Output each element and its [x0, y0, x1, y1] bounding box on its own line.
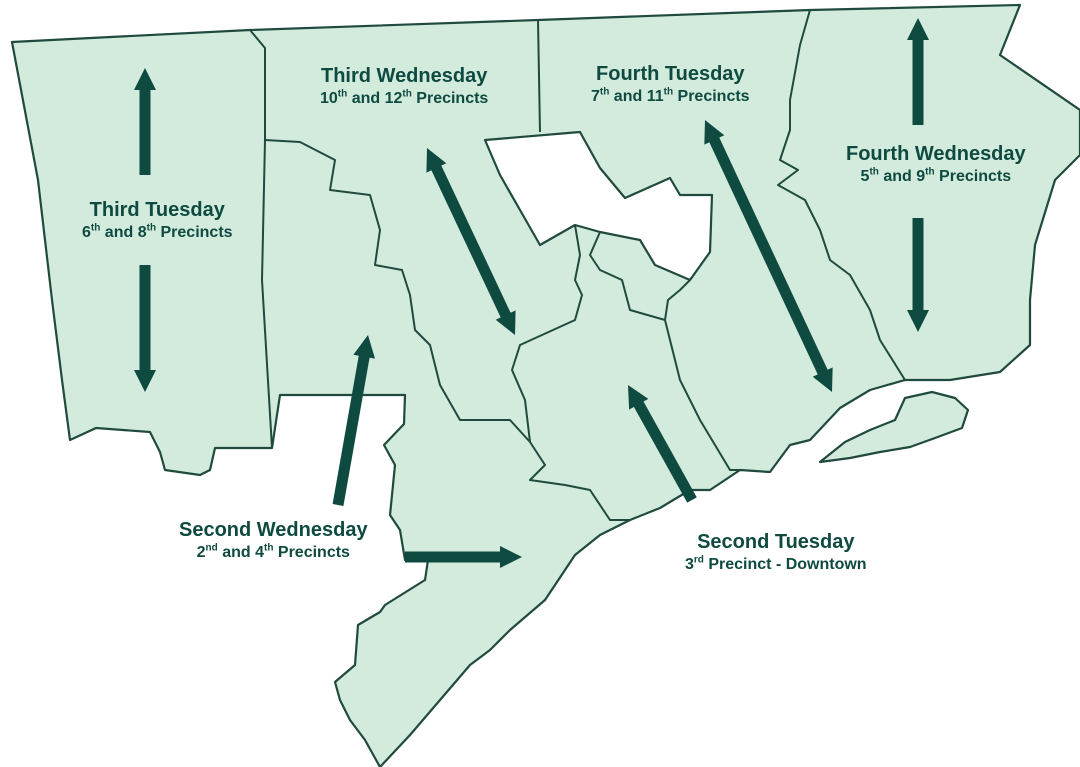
precinct-list: 10th and 12th Precincts: [320, 88, 488, 109]
precinct-text: and: [347, 90, 385, 107]
precinct-text: Precinct - Downtown: [703, 556, 867, 573]
meeting-day: Third Wednesday: [321, 65, 488, 87]
precinct-text: Precincts: [411, 90, 489, 107]
precinct-text: and: [609, 88, 647, 105]
precinct-text: 4: [255, 544, 264, 561]
ordinal-suffix: th: [264, 542, 274, 554]
border-west-2: [264, 139, 630, 521]
precinct-text: Precincts: [156, 224, 233, 241]
precinct-text: 11: [646, 88, 664, 105]
border-north-3: [589, 231, 691, 321]
precinct-text: Precincts: [673, 88, 750, 105]
arrowhead-west-down-end: [134, 370, 156, 392]
precinct-list: 3rd Precinct - Downtown: [685, 554, 867, 575]
precinct-text: 8: [137, 224, 147, 241]
arrow-layer: [134, 18, 929, 568]
precinct-text: 6: [82, 224, 91, 241]
arrowhead-north-diagonal-start: [704, 120, 725, 145]
precinct-text: and: [100, 224, 138, 241]
border-ne-1: [777, 9, 906, 381]
arrowhead-ne-up-end: [907, 18, 929, 40]
border-north-4: [664, 319, 740, 471]
belle-isle: [818, 390, 970, 464]
arrowhead-west-up-end: [134, 68, 156, 90]
ordinal-suffix: th: [599, 86, 610, 98]
precinct-text: Precincts: [934, 168, 1012, 185]
arrowhead-north-diagonal-end: [812, 367, 833, 392]
ordinal-suffix: th: [402, 88, 412, 100]
arrow-dt-diagonal: [631, 398, 697, 503]
ordinal-suffix: rd: [693, 554, 704, 566]
city-outline: [10, 3, 1080, 767]
border-north-2: [511, 224, 583, 443]
arrowhead-sw-up-end: [353, 335, 376, 359]
ordinal-suffix: th: [146, 222, 157, 234]
precinct-list: 6th and 8th Precincts: [82, 222, 233, 243]
arrowhead-nw-diagonal-end: [495, 310, 516, 335]
ordinal-suffix: nd: [205, 542, 218, 554]
meeting-day: Fourth Wednesday: [846, 143, 1026, 165]
arrow-sw-up: [332, 351, 371, 506]
precinct-text: 10: [320, 90, 338, 107]
arrow-nw-diagonal: [429, 161, 513, 322]
precinct-text: 5: [860, 168, 870, 185]
arrowhead-sw-right-end: [500, 546, 522, 568]
precinct-text: 9: [916, 168, 926, 185]
ordinal-suffix: th: [925, 166, 935, 178]
precinct-list: 5th and 9th Precincts: [846, 166, 1026, 187]
precinct-text: and: [878, 168, 917, 185]
meeting-day: Third Tuesday: [89, 199, 225, 221]
ordinal-suffix: th: [90, 222, 101, 234]
precinct-text: 7: [591, 88, 600, 105]
district-borders: [249, 9, 906, 521]
precinct-text: 3: [685, 556, 694, 573]
arrowhead-nw-diagonal-start: [426, 148, 447, 173]
precinct-list: 7th and 11th Precincts: [591, 86, 750, 107]
precinct-text: and: [217, 544, 256, 561]
precinct-list: 2nd and 4th Precincts: [179, 542, 368, 563]
precinct-text: 12: [384, 90, 403, 107]
meeting-day: Second Wednesday: [179, 519, 368, 541]
arrowhead-dt-diagonal-end: [628, 385, 649, 410]
ordinal-suffix: th: [869, 166, 879, 178]
precinct-text: Precincts: [273, 544, 350, 561]
ordinal-suffix: th: [663, 86, 674, 98]
meeting-day: Fourth Tuesday: [596, 63, 745, 85]
ordinal-suffix: th: [337, 88, 348, 100]
arrow-north-diagonal: [707, 133, 830, 379]
border-north-1: [537, 19, 541, 133]
meeting-day: Second Tuesday: [697, 531, 855, 553]
arrowhead-ne-down-end: [907, 310, 929, 332]
precinct-text: 2: [196, 544, 206, 561]
